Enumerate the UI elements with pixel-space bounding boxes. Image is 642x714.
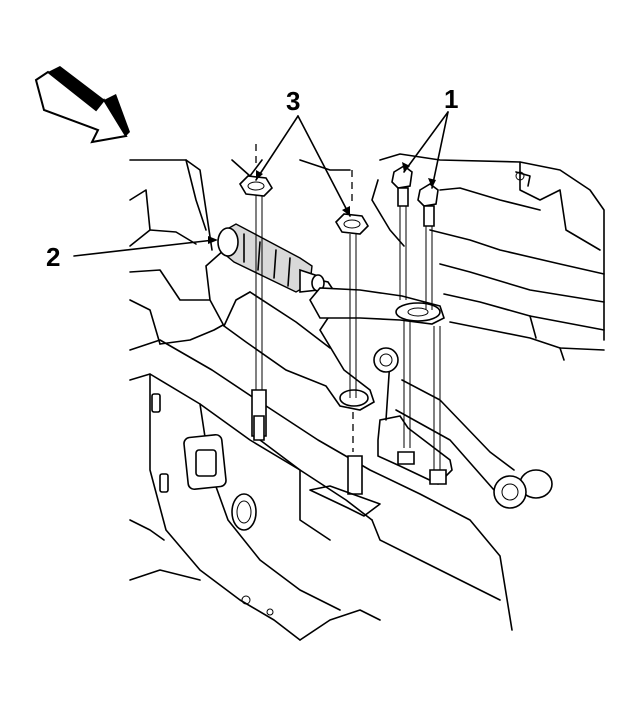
- bolt-left: [391, 165, 413, 448]
- callout-label-2: 2: [46, 242, 60, 272]
- vehicle-body-structure: [129, 153, 605, 361]
- bolt-right: [417, 183, 441, 470]
- callout-label-3: 3: [286, 86, 300, 116]
- view-direction-arrow-icon: [34, 66, 130, 144]
- callout-leaders: [73, 111, 449, 257]
- frame-rail: [129, 339, 513, 641]
- link-arm: [309, 287, 445, 325]
- nut-left: [238, 144, 274, 441]
- nut-right: [309, 170, 381, 517]
- callout-label-1: 1: [444, 84, 458, 114]
